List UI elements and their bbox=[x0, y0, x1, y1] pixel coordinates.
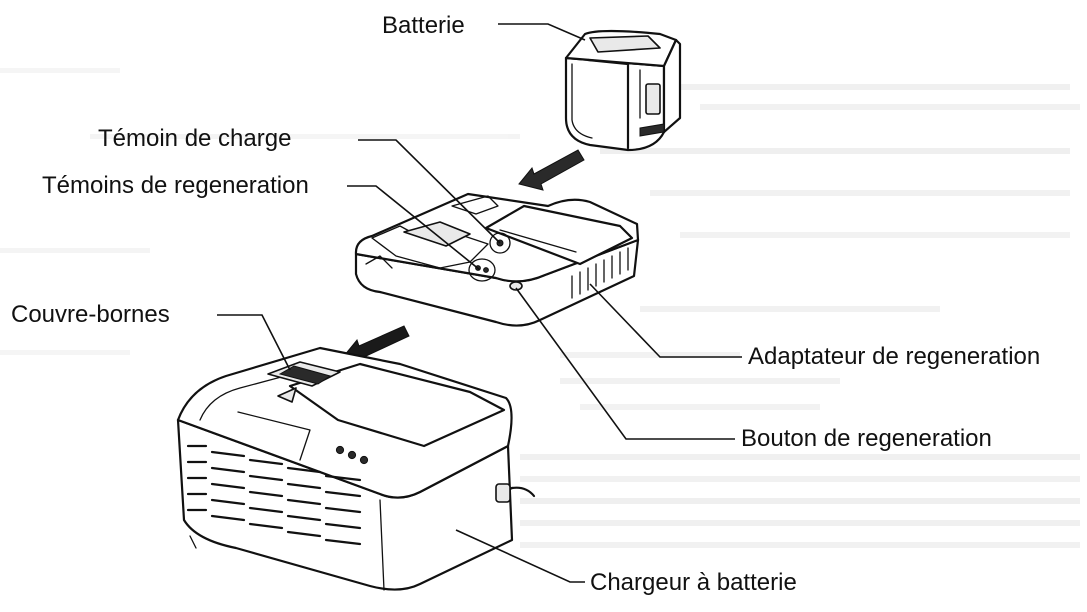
leader-lines bbox=[217, 23, 742, 583]
label-regeneration-indicators: Témoins de regeneration bbox=[42, 172, 309, 199]
label-terminal-cover: Couvre-bornes bbox=[11, 301, 170, 328]
label-regeneration-adapter: Adaptateur de regeneration bbox=[748, 343, 1040, 370]
arrow-battery-to-adapter bbox=[518, 149, 585, 191]
battery bbox=[564, 29, 682, 152]
regeneration-adapter bbox=[354, 192, 640, 327]
label-regeneration-button: Bouton de regeneration bbox=[741, 425, 992, 452]
label-battery: Batterie bbox=[382, 12, 465, 39]
label-charge-indicator: Témoin de charge bbox=[98, 125, 291, 152]
background-show-through bbox=[0, 68, 1080, 548]
label-battery-charger: Chargeur à batterie bbox=[590, 569, 797, 596]
battery-charger bbox=[176, 346, 536, 591]
